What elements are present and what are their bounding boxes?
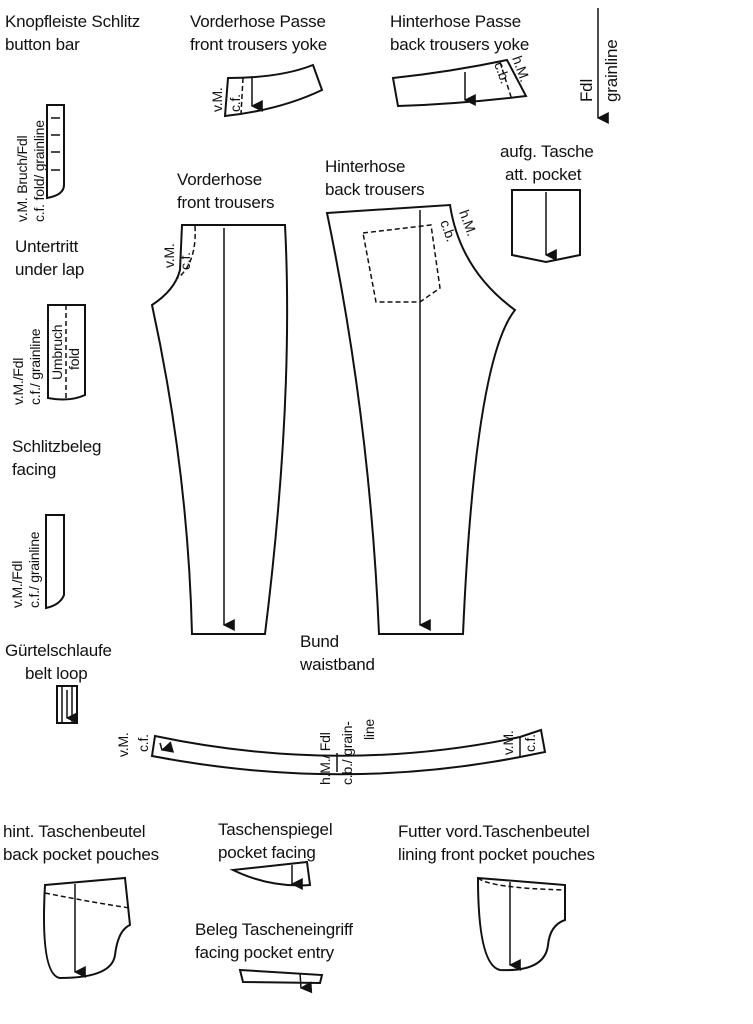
front-yoke-subtitle: front trousers yoke <box>190 35 327 54</box>
belt-loop-piece: Gürtelschlaufe belt loop <box>5 641 112 724</box>
facing-pocket-entry-piece: Beleg Tascheneingriff facing pocket entr… <box>195 920 353 994</box>
pocket-facing-subtitle: pocket facing <box>218 843 316 862</box>
attached-pocket-piece: aufg. Tasche att. pocket <box>500 142 594 264</box>
front-trousers-mark-de: v.M. <box>161 243 177 268</box>
waistband-center-mark-1: h.M./ Fdl <box>317 732 333 785</box>
front-yoke-title: Vorderhose Passe <box>190 12 326 31</box>
front-trousers-subtitle: front trousers <box>177 193 274 212</box>
facing-piece: Schlitzbeleg facing v.M./Fdl c.f./ grain… <box>9 437 101 610</box>
waistband-left-mark-de: v.M. <box>115 732 131 757</box>
back-pocket-pouches-piece: hint. Taschenbeutel back pocket pouches <box>3 822 159 980</box>
att-pocket-title: aufg. Tasche <box>500 142 594 161</box>
front-yoke-mark-de: v.M. <box>209 87 225 112</box>
back-trousers-piece: Hinterhose back trousers h.M. c.b. <box>325 157 517 635</box>
waistband-piece: Bund waistband v.M. c.f. h.M./ Fdl c.b./… <box>115 632 547 785</box>
button-bar-subtitle: button bar <box>5 35 80 54</box>
back-trousers-subtitle: back trousers <box>325 180 424 199</box>
waistband-left-mark-en: c.f. <box>135 734 151 752</box>
grainline-legend-de: Fdl <box>577 79 596 102</box>
under-lap-fold-en: fold <box>66 348 82 370</box>
facing-title: Schlitzbeleg <box>12 437 101 456</box>
back-yoke-subtitle: back trousers yoke <box>390 35 529 54</box>
front-trousers-piece: Vorderhose front trousers v.M. c.f. <box>150 170 289 635</box>
front-trousers-title: Vorderhose <box>177 170 262 189</box>
button-bar-mark-de: v.M. Bruch/Fdl <box>14 136 30 222</box>
waistband-title: Bund <box>300 632 339 651</box>
button-bar-piece: Knopfleiste Schlitz button bar v.M. Bruc… <box>5 12 140 222</box>
under-lap-title: Untertritt <box>15 237 79 256</box>
grainline-legend: Fdl grainline <box>577 8 621 124</box>
back-pocket-pouches-title: hint. Taschenbeutel <box>3 822 145 841</box>
button-bar-title: Knopfleiste Schlitz <box>5 12 140 31</box>
waistband-right-mark-de: v.M. <box>500 730 516 755</box>
front-trousers-mark-en: c.f. <box>177 252 193 270</box>
belt-loop-title: Gürtelschlaufe <box>5 641 112 660</box>
pocket-facing-title: Taschenspiegel <box>218 820 332 839</box>
waistband-subtitle: waistband <box>299 655 375 674</box>
facing-subtitle: facing <box>12 460 56 479</box>
front-yoke-mark-en: c.f. <box>227 94 243 112</box>
waistband-center-mark-2: c.b./ grain- <box>339 721 355 785</box>
back-trousers-mark-en: c.b. <box>437 218 459 244</box>
back-yoke-mark-en: c.b. <box>491 60 513 86</box>
under-lap-mark-en: c.f./ grainline <box>27 328 43 405</box>
pocket-facing-piece: Taschenspiegel pocket facing <box>218 820 333 890</box>
waistband-right-mark-en: c.f. <box>522 734 538 752</box>
att-pocket-subtitle: att. pocket <box>505 165 582 184</box>
belt-loop-subtitle: belt loop <box>25 664 87 683</box>
back-trousers-title: Hinterhose <box>325 157 405 176</box>
under-lap-mark-de: v.M./Fdl <box>10 358 26 405</box>
button-bar-mark-en: c.f. fold/ grainline <box>31 120 47 222</box>
under-lap-fold-de: Umbruch <box>49 325 65 380</box>
facing-pocket-entry-subtitle: facing pocket entry <box>195 943 335 962</box>
back-trousers-mark-de: h.M. <box>456 208 480 238</box>
facing-mark-de: v.M./Fdl <box>9 561 25 608</box>
lining-front-pouches-subtitle: lining front pocket pouches <box>398 845 595 864</box>
waistband-center-mark-3: line <box>361 719 377 740</box>
back-yoke-title: Hinterhose Passe <box>390 12 521 31</box>
lining-front-pocket-pouches-piece: Futter vord.Taschenbeutel lining front p… <box>398 822 595 972</box>
under-lap-subtitle: under lap <box>15 260 84 279</box>
back-pocket-pouches-subtitle: back pocket pouches <box>3 845 159 864</box>
facing-pocket-entry-title: Beleg Tascheneingriff <box>195 920 353 939</box>
back-yoke-piece: Hinterhose Passe back trousers yoke h.M.… <box>390 12 533 108</box>
under-lap-piece: Untertritt under lap v.M./Fdl c.f./ grai… <box>10 237 86 405</box>
lining-front-pouches-title: Futter vord.Taschenbeutel <box>398 822 590 841</box>
front-yoke-piece: Vorderhose Passe front trousers yoke v.M… <box>190 12 327 118</box>
facing-mark-en: c.f./ grainline <box>26 531 42 608</box>
grainline-legend-en: grainline <box>602 40 621 102</box>
